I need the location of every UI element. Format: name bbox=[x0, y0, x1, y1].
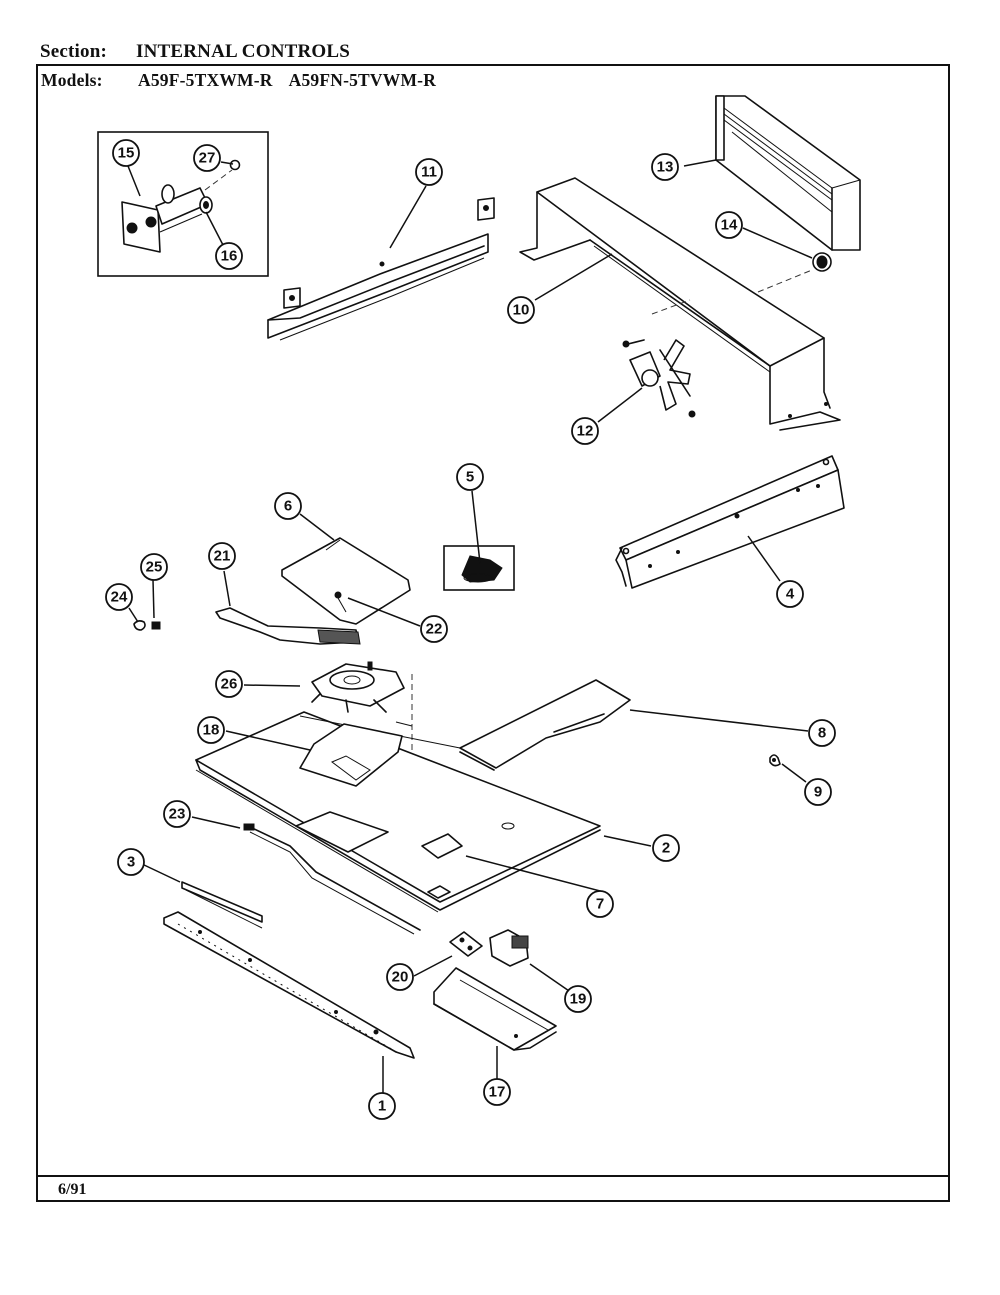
leader-lines bbox=[127, 159, 813, 1093]
callout-26: 26 bbox=[215, 670, 243, 698]
part-12-fan-motor bbox=[622, 299, 696, 418]
svg-text:11: 11 bbox=[421, 164, 437, 181]
callout-10: 10 bbox=[507, 296, 535, 324]
svg-text:10: 10 bbox=[513, 302, 530, 319]
svg-text:19: 19 bbox=[570, 991, 587, 1008]
section-label: Section: bbox=[40, 41, 108, 62]
section-heading: Section: INTERNAL CONTROLS bbox=[40, 41, 350, 63]
models-label: Models: bbox=[41, 70, 103, 90]
callout-19: 19 bbox=[564, 985, 592, 1013]
svg-text:8: 8 bbox=[818, 725, 826, 742]
callout-13: 13 bbox=[651, 153, 679, 181]
callout-8: 8 bbox=[808, 719, 836, 747]
part-19-door-switch bbox=[489, 929, 529, 967]
inset-box-solenoid bbox=[97, 131, 269, 277]
callout-22: 22 bbox=[420, 615, 448, 643]
callout-2: 2 bbox=[652, 834, 680, 862]
callout-4: 4 bbox=[776, 580, 804, 608]
part-20-switch-plate bbox=[449, 931, 483, 957]
footer-divider bbox=[36, 1175, 950, 1177]
callout-1: 1 bbox=[368, 1092, 396, 1120]
svg-text:22: 22 bbox=[426, 621, 443, 638]
svg-text:5: 5 bbox=[466, 469, 474, 486]
part-8-shield-panel bbox=[459, 679, 631, 771]
callout-20: 20 bbox=[386, 963, 414, 991]
part-9-clip bbox=[769, 754, 781, 767]
svg-text:20: 20 bbox=[392, 969, 409, 986]
svg-text:26: 26 bbox=[221, 676, 238, 693]
callout-5: 5 bbox=[456, 463, 484, 491]
callout-16: 16 bbox=[215, 242, 243, 270]
parts-24-25-clips bbox=[133, 620, 161, 631]
part-23-side-rail bbox=[243, 823, 421, 935]
diagram-frame bbox=[36, 64, 950, 1202]
callout-12: 12 bbox=[571, 417, 599, 445]
part-17-bracket bbox=[433, 967, 557, 1051]
svg-text:14: 14 bbox=[721, 217, 738, 234]
svg-text:17: 17 bbox=[489, 1084, 506, 1101]
svg-text:18: 18 bbox=[203, 722, 220, 739]
callout-15: 15 bbox=[112, 139, 140, 167]
svg-text:4: 4 bbox=[786, 586, 795, 603]
model-number: A59F-5TXWM-R bbox=[138, 70, 273, 90]
svg-text:24: 24 bbox=[111, 589, 128, 606]
callout-7: 7 bbox=[586, 890, 614, 918]
revision-date: 6/91 bbox=[58, 1181, 87, 1198]
callout-11: 11 bbox=[415, 158, 443, 186]
callout-3: 3 bbox=[117, 848, 145, 876]
callout-27: 27 bbox=[193, 144, 221, 172]
part-11-bracket bbox=[267, 197, 495, 341]
svg-text:23: 23 bbox=[169, 806, 186, 823]
svg-text:3: 3 bbox=[127, 854, 135, 871]
svg-text:6: 6 bbox=[284, 498, 292, 515]
model-number: A59FN-5TVWM-R bbox=[288, 70, 437, 90]
svg-text:12: 12 bbox=[577, 423, 594, 440]
section-title: INTERNAL CONTROLS bbox=[136, 41, 351, 62]
callout-6: 6 bbox=[274, 492, 302, 520]
svg-text:27: 27 bbox=[199, 150, 216, 167]
callout-9: 9 bbox=[804, 778, 832, 806]
part-5-thermal-switch bbox=[443, 545, 515, 591]
svg-text:9: 9 bbox=[814, 784, 822, 801]
callout-25: 25 bbox=[140, 553, 168, 581]
svg-text:25: 25 bbox=[146, 559, 163, 576]
models-heading: Models: A59F-5TXWM-R A59FN-5TVWM-R bbox=[41, 70, 436, 91]
svg-text:16: 16 bbox=[221, 248, 238, 265]
svg-text:21: 21 bbox=[214, 548, 231, 565]
callout-17: 17 bbox=[483, 1078, 511, 1106]
part-1-channel bbox=[163, 911, 415, 1059]
part-13-vent-grille bbox=[715, 95, 861, 251]
svg-text:1: 1 bbox=[378, 1098, 386, 1115]
svg-text:15: 15 bbox=[118, 145, 135, 162]
part-6-cover-plate bbox=[281, 537, 411, 625]
svg-text:13: 13 bbox=[657, 159, 674, 176]
callout-21: 21 bbox=[208, 542, 236, 570]
part-4-angle-rail bbox=[615, 455, 845, 589]
callout-24: 24 bbox=[105, 583, 133, 611]
part-3-front-strip bbox=[181, 881, 263, 929]
svg-text:2: 2 bbox=[662, 840, 670, 857]
part-14-grommet bbox=[757, 252, 832, 293]
svg-text:7: 7 bbox=[596, 896, 604, 913]
part-10-fan-duct bbox=[519, 177, 841, 431]
callout-23: 23 bbox=[163, 800, 191, 828]
callout-14: 14 bbox=[715, 211, 743, 239]
callout-18: 18 bbox=[197, 716, 225, 744]
part-21-latch-lever bbox=[215, 607, 361, 645]
